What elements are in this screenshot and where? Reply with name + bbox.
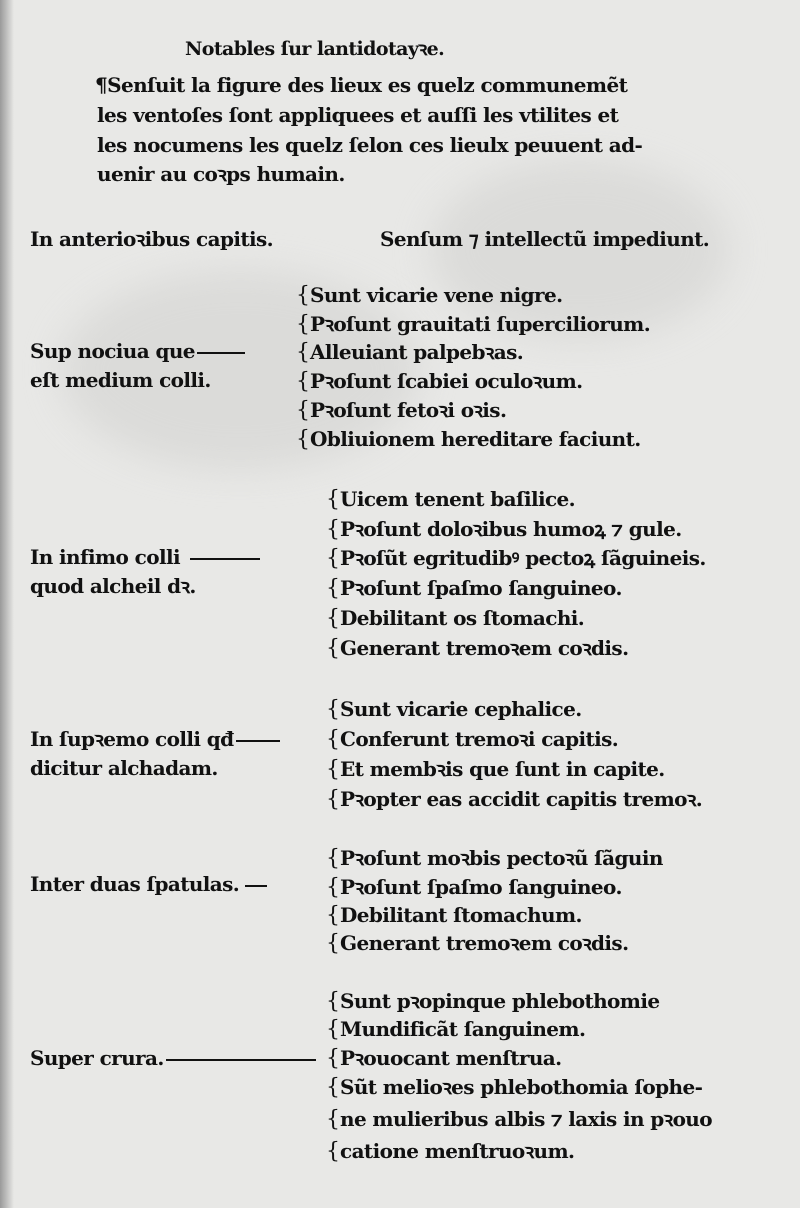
group-item: {Pꝛopter eas accidit capitis tremoꝛ. bbox=[326, 787, 703, 812]
group-item: {Conferunt tremoꝛi capitis. bbox=[326, 727, 619, 752]
group-label: In ſupꝛemo colli qđ bbox=[30, 726, 280, 752]
brace-icon: { bbox=[326, 1139, 340, 1164]
brace-icon: { bbox=[296, 340, 310, 365]
group-label: Super crura. bbox=[30, 1045, 316, 1071]
intro-line: uenir au coꝛps humain. bbox=[97, 162, 345, 186]
brace-icon: { bbox=[326, 846, 340, 871]
group-item: {Alleuiant palpebꝛas. bbox=[296, 340, 524, 365]
brace-icon: { bbox=[326, 606, 340, 631]
brace-icon: { bbox=[326, 576, 340, 601]
group-item: {Generant tremoꝛem coꝛdis. bbox=[326, 636, 629, 661]
paper-stain bbox=[60, 270, 420, 470]
group-item: {Uicem tenent baſilice. bbox=[326, 487, 576, 512]
heading-left: In anterioꝛibus capitis. bbox=[30, 227, 274, 251]
brace-icon: { bbox=[326, 517, 340, 542]
brace-icon: { bbox=[326, 487, 340, 512]
group-item: {ne mulieribus albis ⁊ laxis in pꝛouo bbox=[326, 1107, 713, 1132]
brace-icon: { bbox=[326, 903, 340, 928]
brace-icon: { bbox=[326, 697, 340, 722]
brace-icon: { bbox=[296, 369, 310, 394]
brace-icon: { bbox=[326, 1107, 340, 1132]
group-item: {Pꝛoſunt ſcabiei oculoꝛum. bbox=[296, 369, 583, 394]
connector-line bbox=[245, 884, 268, 887]
intro-line: les ventoſes ſont appliquees et auſſi le… bbox=[97, 103, 619, 127]
heading-right: Senſum ⁊ intellectũ impediunt. bbox=[380, 227, 710, 251]
brace-icon: { bbox=[296, 312, 310, 337]
brace-icon: { bbox=[326, 636, 340, 661]
connector-line bbox=[189, 557, 260, 560]
group-item: {Generant tremoꝛem coꝛdis. bbox=[326, 931, 629, 956]
group-item: {Obliuionem hereditare faciunt. bbox=[296, 427, 641, 452]
group-label: eſt medium colli. bbox=[30, 368, 211, 392]
group-item: {Pꝛoſunt grauitati ſuperciliorum. bbox=[296, 312, 651, 337]
brace-icon: { bbox=[326, 931, 340, 956]
group-item: {Pꝛoſunt doloꝛibus humoꝝ ⁊ gule. bbox=[326, 517, 682, 542]
group-label: quod alcheil dꝛ. bbox=[30, 574, 196, 598]
group-label: Sup nociua que bbox=[30, 338, 245, 364]
group-item: {Et membꝛis que ſunt in capite. bbox=[326, 757, 665, 782]
connector-line bbox=[165, 1058, 316, 1061]
brace-icon: { bbox=[296, 427, 310, 452]
brace-icon: { bbox=[326, 1046, 340, 1071]
group-item: {catione menſtruoꝛum. bbox=[326, 1139, 575, 1164]
group-item: {Pꝛoſunt fetoꝛi oꝛis. bbox=[296, 398, 507, 423]
brace-icon: { bbox=[326, 546, 340, 571]
brace-icon: { bbox=[326, 1017, 340, 1042]
paper-stain bbox=[430, 160, 730, 340]
group-item: {Sunt vicarie vene nigre. bbox=[296, 283, 563, 308]
brace-icon: { bbox=[296, 283, 310, 308]
group-item: {Sũt melioꝛes phlebothomia ſophe- bbox=[326, 1075, 703, 1100]
brace-icon: { bbox=[326, 727, 340, 752]
connector-line bbox=[196, 351, 245, 354]
brace-icon: { bbox=[296, 398, 310, 423]
page-title: Notables ſur lantidotayꝛe. bbox=[185, 38, 445, 60]
brace-icon: { bbox=[326, 787, 340, 812]
group-item: {Debilitant os ſtomachi. bbox=[326, 606, 585, 631]
group-item: {Mundificãt ſanguinem. bbox=[326, 1017, 586, 1042]
intro-line: les nocumens les quelz ſelon ces lieulx … bbox=[97, 133, 643, 157]
group-label: dicitur alchadam. bbox=[30, 756, 218, 780]
group-item: {Pꝛoſunt ſpaſmo ſanguineo. bbox=[326, 576, 622, 601]
group-item: {Pꝛouocant menſtrua. bbox=[326, 1046, 562, 1071]
brace-icon: { bbox=[326, 989, 340, 1014]
group-item: {Pꝛoſũt egritudibꝰ pectoꝝ ſãguineis. bbox=[326, 546, 706, 571]
group-item: {Pꝛoſunt moꝛbis pectoꝛũ ſãguin bbox=[326, 846, 663, 871]
intro-line: ¶Senſuit la figure des lieux es quelz co… bbox=[95, 73, 628, 97]
brace-icon: { bbox=[326, 757, 340, 782]
group-item: {Pꝛoſunt ſpaſmo ſanguineo. bbox=[326, 875, 622, 900]
group-item: {Debilitant ſtomachum. bbox=[326, 903, 582, 928]
group-item: {Sunt pꝛopinque phlebothomie bbox=[326, 989, 660, 1014]
group-label: Inter duas ſpatulas. bbox=[30, 871, 268, 897]
connector-line bbox=[235, 739, 280, 742]
brace-icon: { bbox=[326, 1075, 340, 1100]
page-edge-shadow bbox=[0, 0, 14, 1208]
brace-icon: { bbox=[326, 875, 340, 900]
group-label: In infimo colli bbox=[30, 544, 260, 570]
group-item: {Sunt vicarie cephalice. bbox=[326, 697, 582, 722]
